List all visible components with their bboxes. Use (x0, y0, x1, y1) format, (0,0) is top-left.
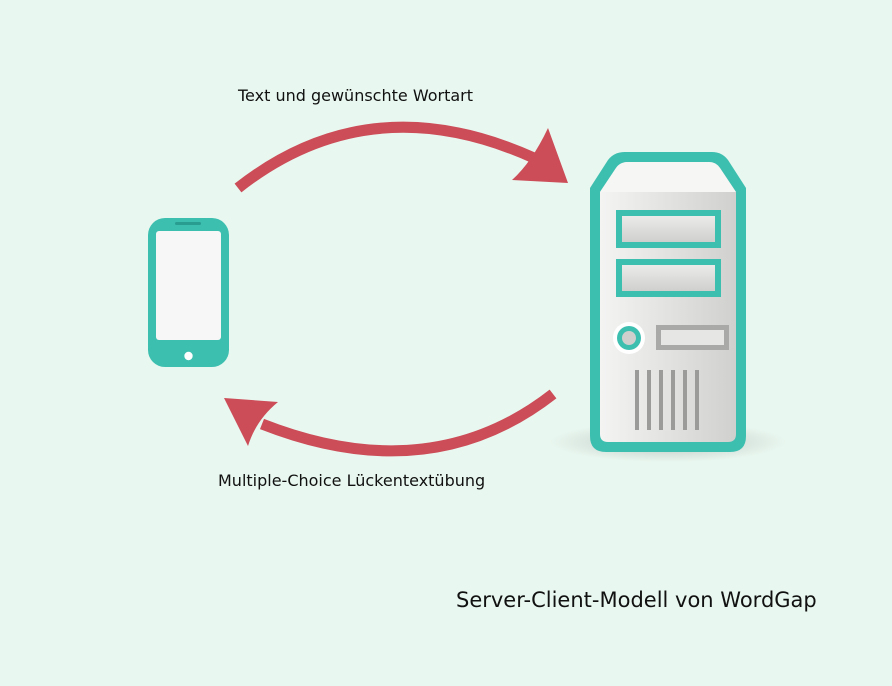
request-label: Text und gewünschte Wortart (238, 86, 473, 105)
diagram-caption: Server-Client-Modell von WordGap (456, 588, 817, 612)
smartphone-icon (148, 218, 229, 367)
response-label: Multiple-Choice Lückentextübung (218, 471, 486, 490)
response-arrow (224, 389, 557, 457)
request-arrow (234, 121, 568, 193)
server-tower-icon (550, 152, 786, 462)
